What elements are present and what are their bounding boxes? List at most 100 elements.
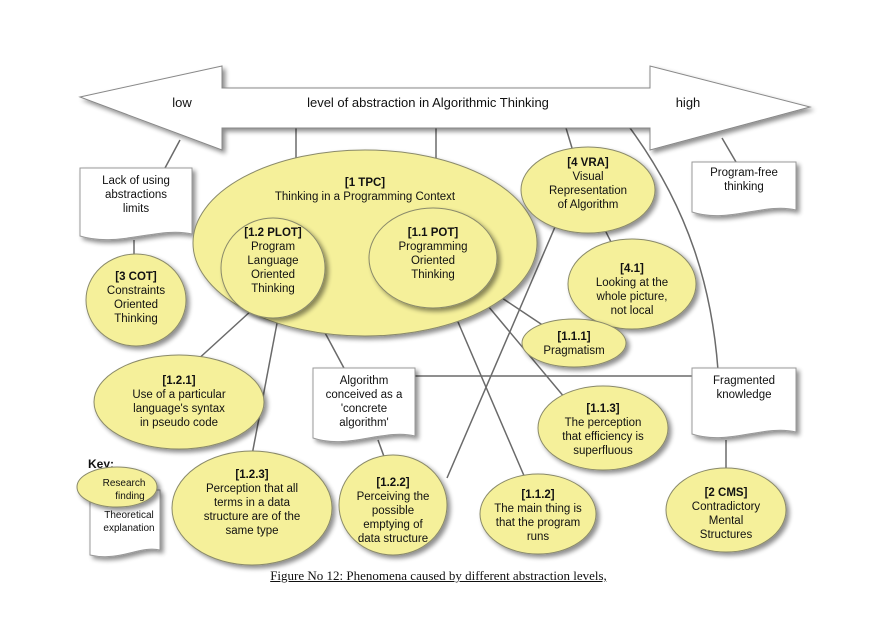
finding-text-line: emptying of [363, 519, 423, 531]
finding-id: [1.1.2] [521, 489, 554, 501]
arrow-center-label: level of abstraction in Algorithmic Thin… [307, 95, 549, 110]
connector-arrow-frag [629, 127, 719, 371]
finding-text-line: runs [527, 531, 550, 543]
finding-text-line: Thinking in a Programming Context [275, 191, 456, 203]
finding-id: [1.2.2] [376, 477, 409, 489]
finding-n123: [1.2.3] Perception that all terms in a dat… [171, 450, 333, 566]
connector-pot-112 [451, 307, 526, 479]
explanation-text-line: 'concrete [341, 403, 387, 415]
finding-text-line: same type [225, 525, 278, 537]
finding-text-line: Thinking [251, 283, 294, 295]
finding-text-line: The main thing is [494, 503, 582, 515]
finding-ellipse [521, 318, 627, 368]
finding-text-line: Programming [398, 241, 467, 253]
figure-caption-text: Figure No 12: Phenomena caused by differ… [270, 568, 607, 583]
finding-text-line: Representation [549, 185, 627, 197]
explanation-text-line: Program-free [710, 167, 778, 179]
finding-text-line: Oriented [411, 255, 455, 267]
finding-text-line: Constraints [107, 285, 165, 297]
finding-text-line: of Algorithm [558, 199, 619, 211]
finding-ellipse [665, 467, 787, 553]
finding-id: [4 VRA] [567, 157, 609, 169]
finding-text-line: Thinking [114, 313, 157, 325]
finding-text-line: language's syntax [133, 403, 225, 415]
finding-ellipse [85, 253, 187, 347]
explanation-text-line: conceived as a [326, 389, 403, 401]
finding-ellipse [520, 146, 656, 234]
explanation-text-line: thinking [724, 181, 764, 193]
explanation-shape [691, 161, 797, 217]
finding-id: [3 COT] [115, 271, 157, 283]
explanation-text-line: limits [123, 203, 149, 215]
explanation-shape [79, 167, 193, 241]
finding-ellipse [537, 385, 669, 471]
finding-ellipse [171, 450, 333, 566]
explanation-shape [312, 367, 416, 443]
connector-vra-122 [446, 219, 559, 479]
finding-text-line: Thinking [411, 269, 454, 281]
abstraction-arrow [78, 65, 812, 151]
finding-text-line: Language [247, 255, 298, 267]
finding-text-line: that efficiency is [562, 431, 644, 443]
finding-n111: [1.1.1] Pragmatism [521, 318, 627, 368]
finding-id: [1 TPC] [345, 177, 385, 189]
finding-ellipse [368, 207, 498, 309]
finding-n122: [1.2.2] Perceiving the possible emptying of… [338, 454, 448, 556]
finding-id: [4.1] [620, 263, 644, 275]
finding-plot: [1.2 PLOT]ProgramLanguageOrientedThinkin… [220, 217, 326, 319]
finding-text-line: superfluous [573, 445, 633, 457]
key-research-line-1: Research [103, 478, 146, 489]
finding-text-line: Looking at the [596, 277, 668, 289]
finding-text-line: Program [251, 241, 295, 253]
key-research-line-2: finding [115, 491, 144, 502]
connector-plot-123 [251, 317, 279, 456]
finding-n113: [1.1.3] The perception that efficiency is s… [537, 385, 669, 471]
finding-text-line: The perception [565, 417, 642, 429]
explanation-text-line: abstractions [105, 189, 167, 201]
explanation-text-line: Algorithm [340, 375, 389, 387]
finding-text-line: Visual [572, 171, 603, 183]
finding-n121: [1.2.1] Use of a particular language's syn… [93, 354, 265, 450]
figure-caption: Figure No 12: Phenomena caused by differ… [0, 568, 877, 584]
connector-arrow-vra [565, 127, 573, 149]
finding-id: [1.2.3] [235, 469, 268, 481]
finding-text-line: Pragmatism [543, 345, 604, 357]
finding-text-line: Perception that all [206, 483, 298, 495]
finding-id: [1.1.1] [557, 331, 590, 343]
finding-id: [2 CMS] [705, 487, 748, 499]
finding-text-line: whole picture, [596, 291, 668, 303]
explanation-shape [691, 367, 797, 439]
finding-ellipse [567, 238, 697, 330]
finding-text-line: Oriented [114, 299, 158, 311]
explanation-text-line: algorithm' [339, 417, 389, 429]
finding-text-line: Oriented [251, 269, 295, 281]
finding-text-line: Use of a particular [132, 389, 225, 401]
finding-text-line: terms in a data [214, 497, 291, 509]
connector-arrow-lack [164, 139, 181, 169]
finding-text-line: in pseudo code [140, 417, 218, 429]
explanation-free: Program-free thinking [691, 161, 797, 217]
finding-id: [1.1.3] [586, 403, 619, 415]
connector-plot-121 [194, 309, 253, 363]
explanation-text-line: Fragmented [713, 375, 775, 387]
finding-ellipse [479, 473, 597, 555]
finding-id: [1.2.1] [162, 375, 195, 387]
legend-key: Key: Research finding Theoretical explan… [76, 457, 161, 558]
finding-text-line: Contradictory [692, 501, 761, 513]
finding-text-line: possible [372, 505, 414, 517]
finding-text-line: Perceiving the [357, 491, 430, 503]
arrow-high-label: high [676, 95, 701, 110]
finding-text-line: not local [611, 305, 654, 317]
finding-text-line: data structure [358, 533, 428, 545]
finding-ellipse [93, 354, 265, 450]
key-theoretical-line-1: Theoretical [104, 510, 153, 521]
finding-n41: [4.1] Looking at the whole picture, not loc… [567, 238, 697, 330]
explanation-frag: Fragmented knowledge [691, 367, 797, 439]
explanation-text-line: knowledge [717, 389, 772, 401]
finding-ellipse [338, 454, 448, 556]
